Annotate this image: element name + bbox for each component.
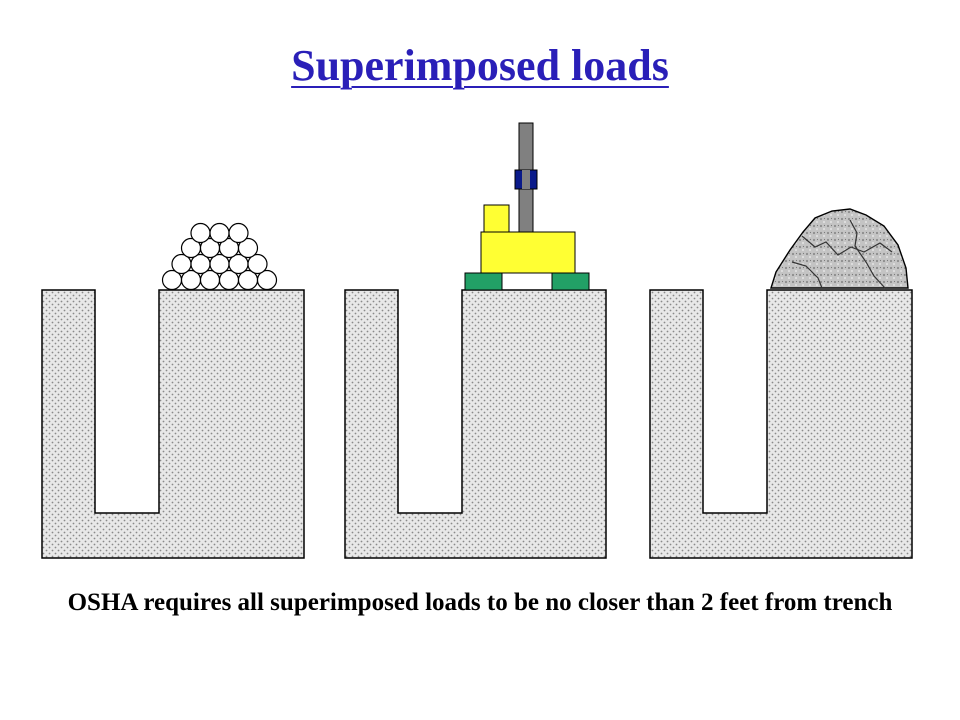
spoil-pile-icon — [770, 208, 909, 289]
trench-panel-pipes — [41, 222, 305, 559]
trench-panel-machine — [344, 122, 607, 559]
trench-panel-spoil — [649, 208, 913, 559]
rock-crack — [791, 261, 823, 289]
rock-pile — [770, 208, 909, 289]
excavator-body — [480, 231, 576, 274]
soil-block — [41, 289, 305, 559]
excavator-icon — [464, 122, 590, 291]
soil-block — [344, 289, 607, 559]
slide-title: Superimposed loads — [291, 41, 669, 90]
boom-clamp-gap — [522, 170, 530, 189]
slide-caption: OSHA requires all superimposed loads to … — [67, 589, 893, 616]
rock-crack — [849, 219, 886, 289]
pipe-stack-icon — [161, 222, 278, 291]
rock-crack — [801, 235, 893, 256]
left-track — [464, 272, 503, 291]
soil-block — [649, 289, 913, 559]
right-track — [551, 272, 590, 291]
excavator-cab — [483, 204, 510, 234]
